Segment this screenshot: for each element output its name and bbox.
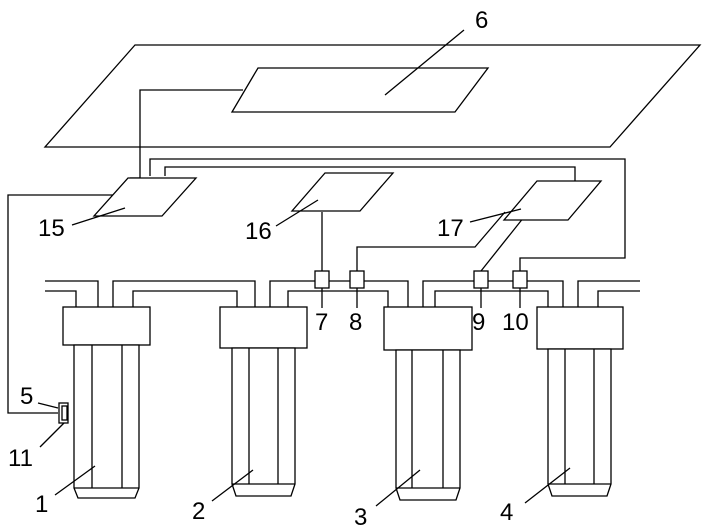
water-pipe <box>45 281 640 307</box>
sensor-9: 9 <box>472 271 488 336</box>
label-17: 17 <box>437 215 464 242</box>
module-17: 17 <box>437 181 601 242</box>
module-15: 15 <box>38 178 196 242</box>
sensor-7: 7 <box>315 271 329 336</box>
label-3: 3 <box>354 504 367 531</box>
filter-housing-3: 3 <box>354 307 472 531</box>
filter-housing-4: 4 <box>500 307 623 526</box>
label-1: 1 <box>35 491 48 518</box>
label-16: 16 <box>245 218 272 245</box>
housing-2-cap <box>220 307 307 348</box>
housing-1-body <box>74 345 139 498</box>
wire-17-to-8 <box>357 212 505 271</box>
sensor-8: 8 <box>349 271 364 336</box>
sensor-5: 5 <box>20 383 68 423</box>
housing-4-body <box>548 349 611 496</box>
label-8: 8 <box>349 309 362 336</box>
housing-3-cap <box>384 307 472 350</box>
label-6: 6 <box>475 7 488 34</box>
leader-16 <box>276 200 318 226</box>
wire-17-to-9 <box>481 212 528 271</box>
housing-2-body <box>232 348 295 496</box>
housing-1-cap <box>63 307 150 345</box>
label-5: 5 <box>20 383 33 410</box>
label-15: 15 <box>38 215 65 242</box>
label-7: 7 <box>315 309 328 336</box>
housing-3-body <box>396 350 460 500</box>
top-plate-inner-panel <box>232 68 488 112</box>
pipe-inner <box>45 291 640 307</box>
pipe-outer <box>45 281 640 307</box>
part-11: 11 <box>8 423 64 472</box>
label-2: 2 <box>192 498 205 525</box>
label-9: 9 <box>472 309 485 336</box>
label-4: 4 <box>500 499 513 526</box>
top-plate: 6 <box>45 7 700 147</box>
leader-5 <box>38 403 58 408</box>
filter-housing-2: 2 <box>192 307 307 525</box>
housing-4-cap <box>537 307 623 349</box>
leader-11 <box>40 423 64 447</box>
sensor-5-inner <box>62 406 67 420</box>
module-16: 16 <box>245 173 393 245</box>
label-10: 10 <box>502 309 529 336</box>
label-11: 11 <box>8 445 33 472</box>
